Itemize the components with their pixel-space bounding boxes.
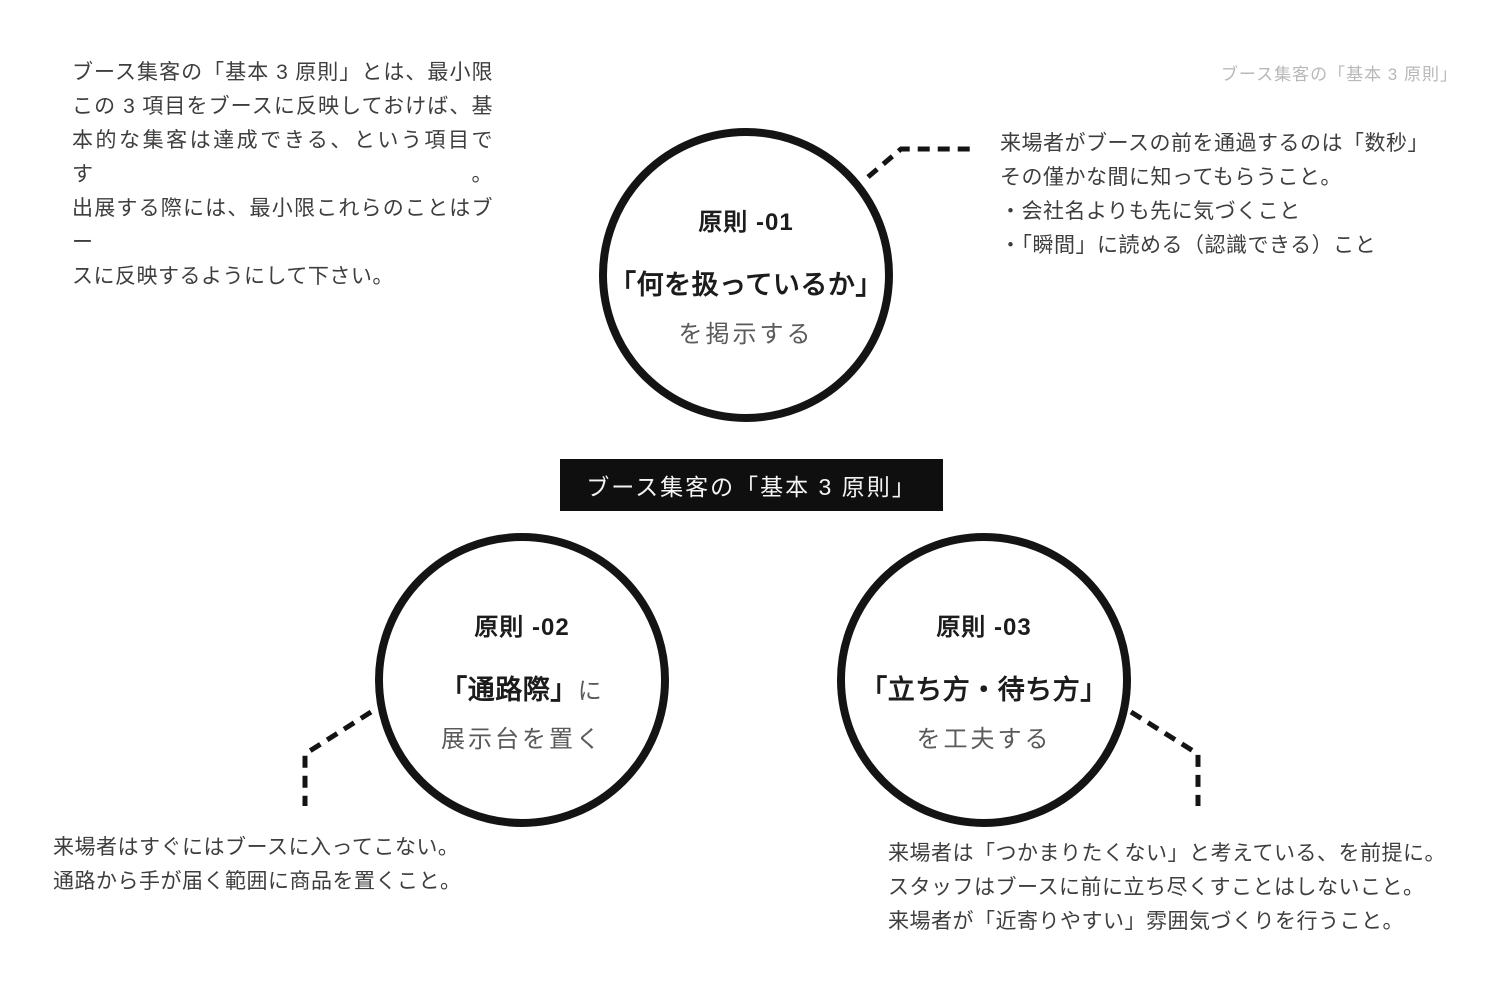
watermark-title: ブース集客の「基本 3 原則」 [1220,65,1458,84]
note-line: 来場者がブースの前を通過するのは「数秒」 [1000,132,1429,155]
note-line: 来場者が「近寄りやすい」雰囲気づくりを行うこと。 [888,910,1404,933]
principle-id: 原則 -03 [936,613,1032,641]
principle-circle-03: 原則 -03 「立ち方・待ち方」 を工夫する [837,533,1131,827]
principle-action: 展示台を置く [441,725,603,753]
note-block-01: 来場者がブースの前を通過するのは「数秒」 その僅かな間に知ってもらうこと。 ・会… [1000,127,1429,263]
principle-action: を工夫する [916,725,1052,753]
principle-keyword: 「通路際」 [440,674,578,705]
principle-keyword-line: 「通路際」に [440,668,604,707]
connector-principle-01 [866,146,977,179]
note-line: 来場者はすぐにはブースに入ってこない。 [53,836,460,859]
principle-keyword-suffix: に [577,677,604,705]
intro-line: 本的な集客は達成できる、という項目です。 [72,129,493,186]
principle-keyword-line: 「立ち方・待ち方」 [860,668,1108,707]
note-line: 来場者は「つかまりたくない」と考えている、を前提に。 [888,842,1446,865]
note-block-02: 来場者はすぐにはブースに入ってこない。 通路から手が届く範囲に商品を置くこと。 [53,831,462,899]
note-line: ・「瞬間」に読める（認識できる）こと [1000,234,1377,257]
title-banner: ブース集客の「基本 3 原則」 [560,459,943,511]
principle-id: 原則 -01 [698,208,794,236]
intro-line: 出展する際には、最小限これらのことはブー [72,197,493,254]
note-line: その僅かな間に知ってもらうこと。 [1000,166,1342,189]
connector-principle-02 [302,709,373,806]
note-block-03: 来場者は「つかまりたくない」と考えている、を前提に。 スタッフはブースに前に立ち… [888,837,1446,939]
note-line: スタッフはブースに前に立ち尽くすことはしないこと。 [888,876,1425,899]
connector-principle-03 [1129,709,1201,806]
intro-line: ブース集客の「基本 3 原則」とは、最小限 [72,61,493,84]
principle-action: を掲示する [678,320,814,348]
intro-line: この 3 項目をブースに反映しておけば、基 [72,95,493,118]
note-line: ・会社名よりも先に気づくこと [1000,200,1301,223]
principle-keyword: 「立ち方・待ち方」 [860,674,1108,705]
principle-circle-01: 原則 -01 「何を扱っているか」 を掲示する [599,128,893,422]
intro-paragraph: ブース集客の「基本 3 原則」とは、最小限 この 3 項目をブースに反映しておけ… [72,56,493,294]
principle-keyword: 「何を扱っているか」 [609,269,883,300]
intro-line: スに反映するようにして下さい。 [72,265,394,288]
note-line: 通路から手が届く範囲に商品を置くこと。 [53,870,462,893]
principle-circle-02: 原則 -02 「通路際」に 展示台を置く [375,533,669,827]
principle-keyword-line: 「何を扱っているか」 [609,263,883,302]
principle-id: 原則 -02 [474,613,570,641]
